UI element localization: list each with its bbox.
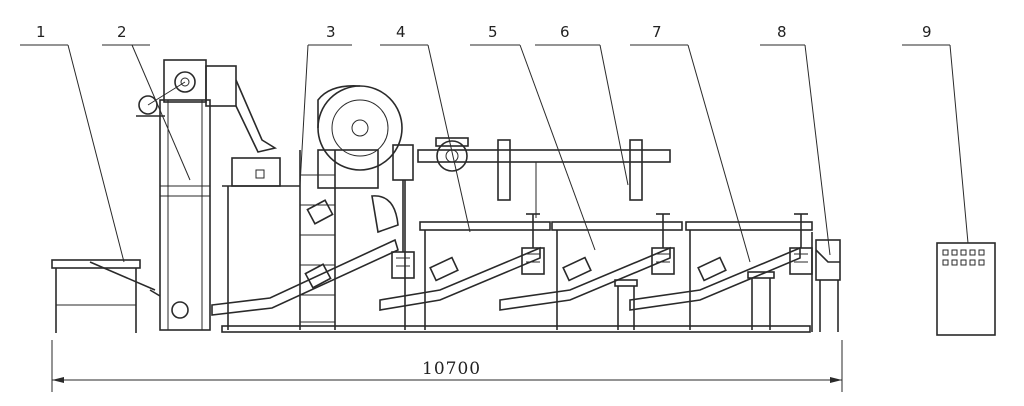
control-panel-buttons (942, 249, 985, 266)
svg-text:1: 1 (36, 23, 46, 41)
callout-9: 9 (902, 23, 969, 244)
svg-text:8: 8 (777, 23, 787, 41)
callout-4: 4 (380, 23, 471, 233)
overall-dimension: 10700 (51, 340, 843, 392)
svg-text:2: 2 (117, 23, 127, 41)
svg-text:4: 4 (396, 23, 406, 41)
top-air-duct (417, 137, 671, 218)
discharge-hopper (815, 239, 841, 332)
callout-5: 5 (470, 23, 596, 251)
callout-2: 2 (102, 23, 191, 181)
callout-1: 1 (20, 23, 125, 263)
callout-3: 3 (299, 23, 352, 186)
callout-7: 7 (630, 23, 751, 263)
svg-text:5: 5 (488, 23, 498, 41)
bucket-elevator (136, 59, 278, 331)
screen-section-1 (379, 180, 551, 330)
base-frame (221, 232, 813, 333)
svg-text:7: 7 (652, 23, 662, 41)
overall-length-label: 10700 (422, 359, 481, 379)
screen-section-3 (629, 213, 813, 330)
svg-text:9: 9 (922, 23, 932, 41)
callout-6: 6 (535, 23, 629, 186)
feed-table (51, 259, 156, 333)
lower-conveyor (211, 238, 638, 330)
control-cabinet (936, 242, 996, 336)
screen-section-2 (499, 213, 683, 330)
callout-8: 8 (760, 23, 831, 256)
svg-text:3: 3 (326, 23, 336, 41)
fan-separator-unit (222, 84, 414, 330)
svg-text:6: 6 (560, 23, 570, 41)
